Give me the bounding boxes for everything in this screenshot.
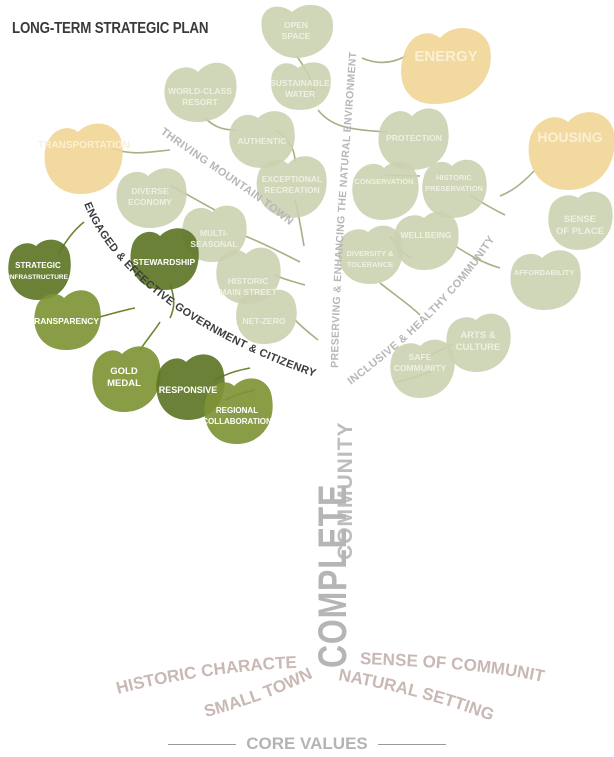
leaf-affordability [510, 250, 581, 310]
leaf-conservation [352, 161, 419, 220]
yellow-leaf-labels: ENERGY TRANSPORTATION HOUSING [38, 48, 603, 151]
label-authentic: AUTHENTIC [237, 136, 286, 146]
leaf-multi-seasonal [182, 205, 247, 262]
leaf-world-class-resort [164, 62, 237, 122]
label-stewardship: STEWARDSHIP [133, 257, 196, 267]
leaf-strategic-infrastructure [8, 239, 71, 300]
leaf-transparency [34, 290, 101, 350]
leaf-historic-main-street [216, 247, 281, 304]
leaf-arts-culture [446, 313, 511, 372]
label-wellbeing: WELLBEING [401, 230, 452, 240]
leaf-sense-of-place [548, 191, 613, 250]
footer-rule-left [168, 744, 237, 746]
yellow-leaves [44, 27, 614, 194]
leaf-diversity-tolerance [338, 225, 403, 284]
leaf-historic-preservation [422, 159, 487, 218]
leaf-authentic [229, 111, 295, 168]
leaf-housing [528, 112, 614, 190]
leaf-sustainable-water [271, 62, 331, 110]
label-protection: PROTECTION [386, 133, 442, 143]
label-affordability: AFFORDABILITY [514, 268, 574, 277]
label-arts-culture: ARTS &CULTURE [456, 330, 501, 353]
label-transparency: TRANSPARENCY [29, 316, 100, 326]
label-net-zero: NET-ZERO [243, 316, 286, 326]
leaf-protection [378, 108, 449, 170]
leaf-safe-community [390, 339, 455, 398]
label-housing: HOUSING [537, 129, 602, 145]
label-diversity-tolerance: DIVERSITY &TOLERANCE [347, 249, 395, 269]
label-transportation: TRANSPORTATION [38, 140, 130, 151]
footer-label: CORE VALUES [246, 734, 368, 753]
leaf-wellbeing [394, 211, 459, 270]
band-natural-environment: PRESERVING & ENHANCING THE NATURAL ENVIR… [329, 51, 359, 368]
leaf-open-space [261, 4, 334, 59]
leaf-energy [401, 27, 491, 105]
label-conservation: CONSERVATION [354, 177, 413, 186]
leaf-exceptional-recreation [256, 156, 327, 218]
leaf-stewardship [130, 228, 199, 290]
light-leaves [116, 4, 613, 398]
leaf-diverse-economy [116, 168, 187, 228]
dark-leaves [8, 228, 273, 444]
label-multi-seasonal: MULTI-SEASONAL [190, 228, 237, 249]
leaf-net-zero [236, 289, 297, 344]
core-values-footer: CORE VALUES [0, 734, 614, 754]
footer-rule-right [377, 744, 446, 746]
label-energy: ENERGY [414, 48, 477, 65]
trunk-community: COMMUNITY [334, 422, 357, 561]
leaf-gold-medal [92, 346, 161, 412]
label-responsive: RESPONSIVE [159, 385, 218, 395]
leaf-transportation [44, 123, 123, 194]
trunk-complete: COMPLETE [310, 484, 355, 668]
leaf-regional-collaboration [204, 378, 273, 444]
page-title: LONG-TERM STRATEGIC PLAN [12, 20, 209, 37]
